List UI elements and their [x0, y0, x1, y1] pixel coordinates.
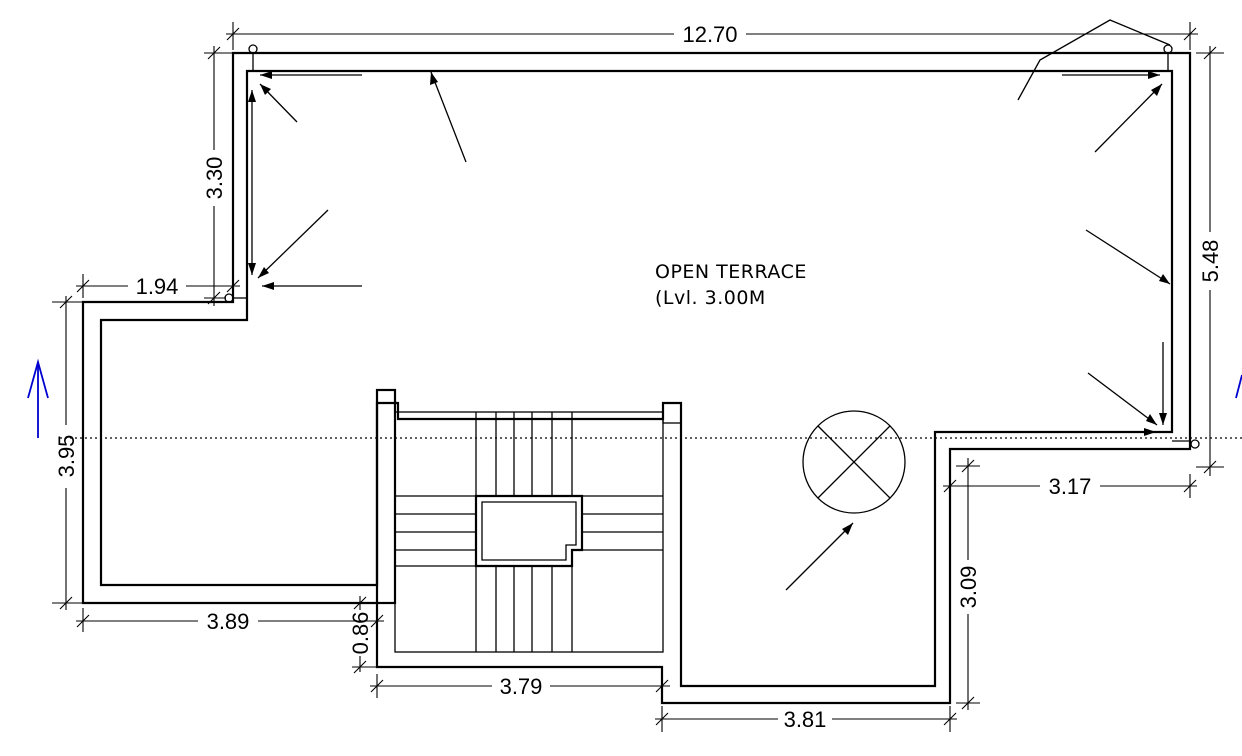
inner-wall: [99, 69, 1174, 688]
section-marker-icon: [27, 358, 49, 438]
dim-right-notch-height: 3.09: [956, 566, 981, 609]
column-marker: [1163, 44, 1173, 54]
dimension-lines: [52, 22, 1224, 732]
column-marker: [1190, 439, 1200, 449]
drain-outlet: [802, 410, 906, 514]
staircase: [375, 388, 682, 653]
dim-right-notch-width: 3.17: [1049, 474, 1092, 499]
dim-left-lower-height: 3.95: [54, 435, 79, 478]
arrow-heads: [248, 71, 1170, 535]
dim-stair-width: 3.79: [500, 674, 543, 699]
dim-stair-offset: 0.86: [348, 612, 373, 655]
dim-top-width: 12.70: [682, 22, 737, 47]
dim-right-height: 5.48: [1198, 240, 1223, 283]
room-level: (Lvl. 3.00M: [655, 287, 766, 309]
column-marker: [248, 44, 258, 54]
room-name: OPEN TERRACE: [655, 261, 807, 283]
slope-arrows: [251, 19, 1171, 591]
dim-left-upper-height: 3.30: [202, 157, 227, 200]
column-marker: [224, 293, 234, 303]
dim-left-notch-width: 1.94: [136, 274, 179, 299]
section-marker-icon: [1235, 374, 1242, 399]
dim-bottom-right-width: 3.81: [784, 707, 827, 732]
outer-wall: [81, 51, 1192, 705]
dim-bottom-left-width: 3.89: [207, 609, 250, 634]
